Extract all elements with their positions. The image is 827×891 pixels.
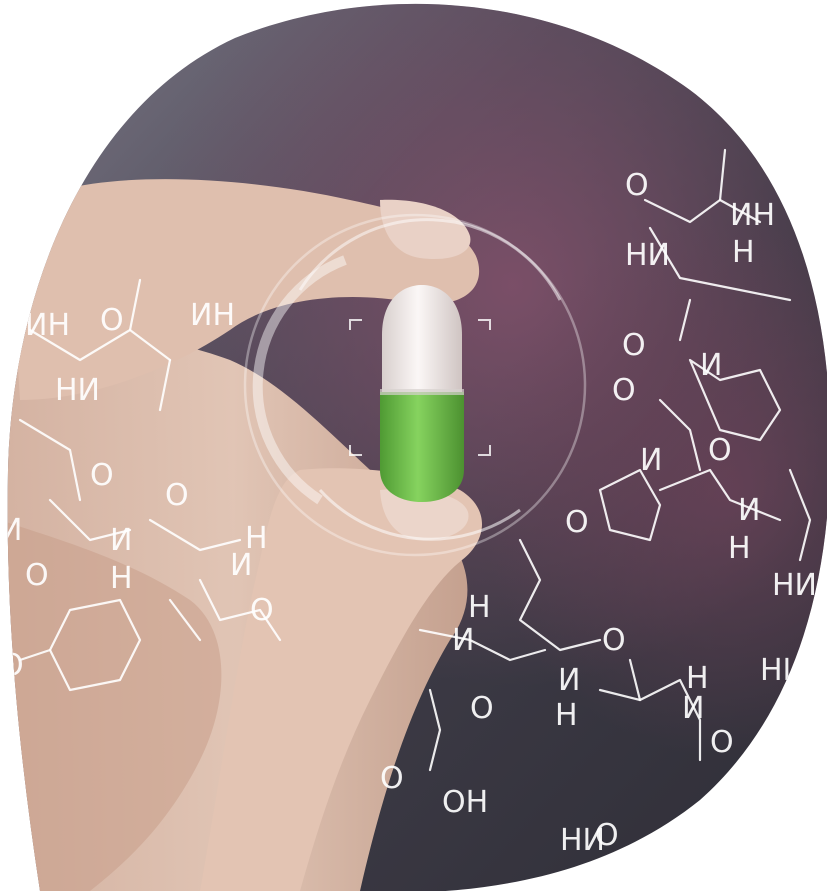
- chem-label: И: [110, 523, 132, 558]
- chem-label: И: [700, 348, 722, 383]
- chem-label: HИ: [55, 373, 100, 408]
- chem-label: HИ: [772, 568, 817, 603]
- chem-label: ИН: [190, 298, 235, 333]
- target-reticle: [243, 213, 587, 557]
- chem-label: ИН: [25, 308, 70, 343]
- capsule: [380, 285, 464, 502]
- chem-label: O: [710, 725, 734, 760]
- chem-label: O: [25, 558, 49, 593]
- chem-label: O: [90, 458, 114, 493]
- chem-label: O: [622, 328, 646, 363]
- chem-label: HИ: [560, 823, 605, 858]
- chem-label: H: [468, 590, 491, 625]
- chem-label: O: [708, 433, 732, 468]
- chem-label: O: [0, 648, 24, 683]
- chem-label: O: [625, 168, 649, 203]
- chem-label: H: [732, 235, 755, 270]
- chem-label: O: [380, 761, 404, 796]
- hand: [7, 179, 482, 891]
- chem-label: И: [640, 443, 662, 478]
- chem-label: O: [612, 373, 636, 408]
- chem-label: И: [230, 548, 252, 583]
- chem-label: И: [738, 493, 760, 528]
- chem-label: И: [0, 513, 22, 548]
- chem-label: H: [245, 521, 268, 556]
- chem-label: HИ: [760, 653, 805, 688]
- chem-label: O: [250, 593, 274, 628]
- chem-label: O: [602, 623, 626, 658]
- chem-label: O: [470, 691, 494, 726]
- chem-label: OH: [442, 785, 488, 820]
- chem-label: H: [686, 661, 709, 696]
- chem-label: HИ: [625, 238, 670, 273]
- chem-label: И: [558, 663, 580, 698]
- chem-label: ИН: [730, 198, 775, 233]
- chem-label: O: [100, 303, 124, 338]
- chem-label: O: [565, 505, 589, 540]
- chem-label: H: [728, 531, 751, 566]
- chemical-structure-bonds: [18, 148, 812, 772]
- chem-label: H: [110, 561, 133, 596]
- chem-label: И: [682, 691, 704, 726]
- chem-label: H: [555, 698, 578, 733]
- chem-label: O: [595, 818, 619, 853]
- chem-label: O: [165, 478, 189, 513]
- chemical-structure-labels: O ИН H HИ O И O И O O И H HИ HИ ИН O ИН …: [0, 168, 817, 858]
- chem-label: И: [452, 623, 474, 658]
